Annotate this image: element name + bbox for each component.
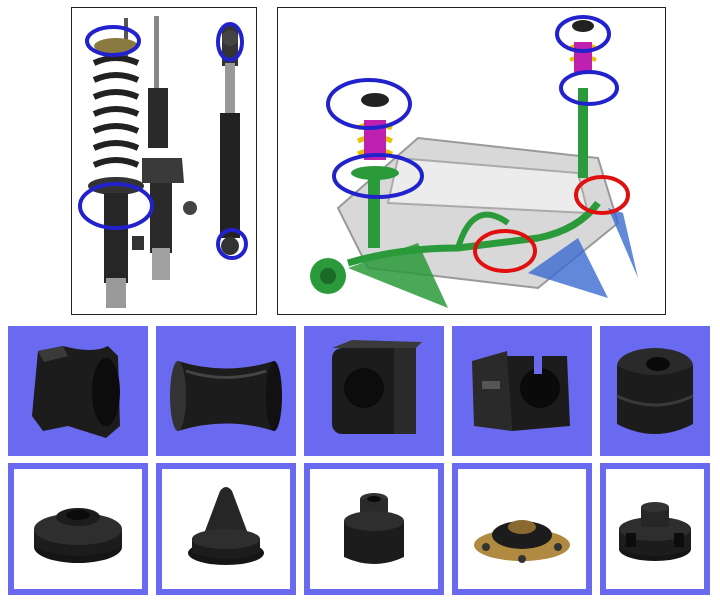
strut-mount-ring-tile — [8, 463, 148, 595]
suspension-subframe-diagram — [277, 7, 666, 315]
split-bushing-tile — [452, 326, 592, 456]
bump-stop-cone-tile — [156, 463, 296, 595]
rubber-mount-cylinder-tile — [304, 463, 444, 595]
strut-top-mount-flange-tile — [452, 463, 592, 595]
hourglass-bushing-tile — [156, 326, 296, 456]
round-bushing-tile — [600, 326, 710, 456]
shock-absorber-photo — [71, 7, 257, 315]
square-bushing-tile — [304, 326, 444, 456]
rubber-mount-stepped-tile — [600, 463, 710, 595]
bushing-d-shape-tile — [8, 326, 148, 456]
